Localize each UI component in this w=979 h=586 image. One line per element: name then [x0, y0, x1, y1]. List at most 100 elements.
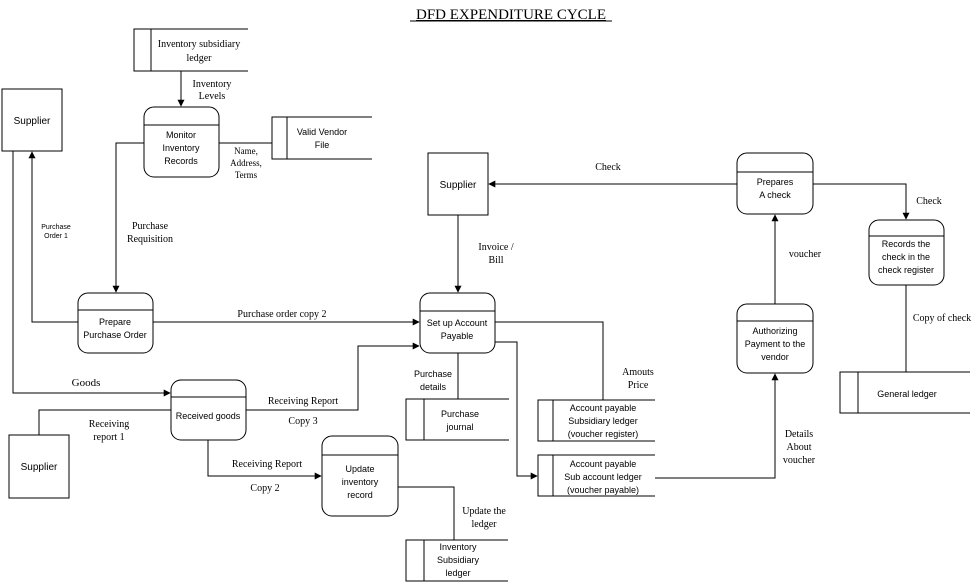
store-label-line: File	[315, 140, 330, 150]
entity-supplier-mid[interactable]: Supplier	[427, 152, 489, 216]
store-label-line: journal	[445, 422, 473, 432]
process-monitor-inventory[interactable]: Monitor Inventory Records	[143, 106, 220, 178]
flow-label-name-address-terms: Terms	[235, 170, 258, 180]
store-label-line: Account payable	[570, 459, 637, 469]
process-label-line: Prepares	[757, 177, 794, 187]
store-label-line: Account payable	[570, 403, 637, 413]
store-label-line: Purchase	[441, 409, 479, 419]
flow-label-details-about-voucher: Details	[785, 429, 813, 440]
flow-label-purchase-order-1: Order 1	[44, 233, 68, 240]
flow-receiving-report-copy3-line	[246, 342, 420, 411]
process-label-line: check in the	[882, 252, 930, 262]
process-authorizing-payment[interactable]: Authorizing Payment to the vendor	[736, 303, 814, 374]
flow-label-purchase-order-1: Purchase	[41, 224, 71, 231]
flow-receiving-report-copy2-line	[207, 440, 322, 480]
flow-label-invoice-bill: Bill	[488, 255, 503, 266]
store-inventory-subsidiary-ledger-bottom[interactable]: Inventory Subsidiary ledger	[405, 539, 508, 582]
store-label-line: Subsidiary	[437, 555, 480, 565]
flow-label-amounts-price: Price	[628, 380, 649, 391]
process-label-line: A check	[759, 190, 791, 200]
flow-label-amounts-price: Amouts	[622, 367, 654, 378]
process-update-inventory-record[interactable]: Update inventory record	[321, 435, 399, 517]
store-label-line: ledger	[187, 53, 213, 64]
flow-goods-line	[12, 151, 171, 397]
flow-label-purchase-requisition: Purchase	[132, 221, 169, 232]
entity-label: Supplier	[14, 116, 51, 127]
process-label-line: Update	[345, 464, 374, 474]
flow-label-details-about-voucher: voucher	[783, 455, 816, 466]
process-label-line: record	[347, 490, 373, 500]
process-records-check[interactable]: Records the check in the check register	[868, 219, 945, 286]
process-label-line: inventory	[342, 477, 379, 487]
store-label-line: ledger	[445, 568, 470, 578]
process-label-line: Prepare	[99, 317, 131, 327]
process-label-line: vendor	[761, 352, 789, 362]
flow-label-inventory-levels: Levels	[199, 91, 226, 102]
flow-amounts-price-line	[495, 321, 604, 400]
entity-supplier-bottom-left[interactable]: Supplier	[8, 434, 70, 499]
process-prepare-purchase-order[interactable]: Prepare Purchase Order	[77, 292, 154, 354]
store-label-line: Valid Vendor	[297, 127, 347, 137]
flow-label-check-to-supplier: Check	[595, 162, 621, 173]
diagram-title: DFD EXPENDITURE CYCLE	[416, 7, 606, 23]
process-label-line: check register	[878, 265, 934, 275]
flow-label-inventory-levels: Inventory	[193, 79, 232, 90]
flow-label-purchase-order-copy2: Purchase order copy 2	[237, 309, 326, 320]
store-valid-vendor-file[interactable]: Valid Vendor File	[271, 116, 372, 160]
flow-label-update-the-ledger: Update the	[462, 506, 506, 517]
flow-purchase-order-1-line	[28, 151, 78, 323]
flow-label-receiving-report-copy3: Receiving Report	[268, 396, 338, 407]
flow-label-name-address-terms: Name,	[234, 146, 258, 156]
flow-label-purchase-details: Purchase	[414, 369, 452, 379]
flow-label-name-address-terms: Address,	[230, 158, 262, 168]
flow-label-receiving-report-copy2: Receiving Report	[232, 459, 302, 470]
store-label-line: Subsidiary ledger	[568, 416, 638, 426]
store-inventory-subsidiary-ledger-top[interactable]: Inventory subsidiary ledger	[133, 28, 248, 72]
flow-label-receiving-report-copy2: Copy 2	[250, 483, 279, 494]
process-label-line: Records the	[882, 239, 931, 249]
process-label-line: Records	[164, 156, 198, 166]
process-label-line: Set up Account	[427, 318, 488, 328]
flow-label-details-about-voucher: About	[787, 442, 812, 453]
process-label-line: Monitor	[166, 130, 196, 140]
entity-label: Supplier	[21, 462, 58, 473]
flow-label-goods: Goods	[72, 377, 101, 389]
store-label-line: Inventory	[439, 542, 477, 552]
store-label-line: Inventory subsidiary	[158, 39, 241, 50]
flow-label-receiving-report-copy3: Copy 3	[288, 416, 317, 427]
process-label-line: Purchase Order	[83, 330, 147, 340]
process-received-goods[interactable]: Received goods	[170, 379, 247, 441]
flow-label-voucher: voucher	[789, 249, 822, 260]
flow-purchase-requisition-line	[112, 142, 144, 293]
store-label-line: Sub account ledger	[564, 472, 642, 482]
process-label-line: Payment to the	[745, 339, 806, 349]
store-label-line: General ledger	[877, 389, 937, 399]
process-setup-account-payable[interactable]: Set up Account Payable	[419, 292, 496, 354]
store-ap-sub-account-ledger[interactable]: Account payable Sub account ledger (vouc…	[537, 454, 655, 497]
flow-setup-to-sub-account-line	[495, 341, 538, 480]
store-purchase-journal[interactable]: Purchase journal	[405, 398, 509, 441]
flow-label-purchase-requisition: Requisition	[127, 234, 173, 245]
flow-label-copy-of-check: Copy of check	[913, 313, 971, 324]
process-label-line: Inventory	[162, 143, 200, 153]
store-ap-subsidiary-ledger[interactable]: Account payable Subsidiary ledger (vouch…	[537, 399, 655, 442]
entity-supplier-top-left[interactable]: Supplier	[1, 88, 63, 152]
flow-label-check-to-records: Check	[916, 196, 942, 207]
store-general-ledger[interactable]: General ledger	[839, 371, 970, 414]
flow-receiving-report-1-line	[38, 409, 171, 435]
flow-check-to-records-line	[813, 183, 910, 220]
flow-label-receiving-report-1: report 1	[93, 432, 124, 443]
flow-label-update-the-ledger: ledger	[472, 519, 498, 530]
flow-label-purchase-details: details	[420, 382, 447, 392]
process-label-line: Received goods	[176, 411, 241, 421]
flow-label-receiving-report-1: Receiving	[89, 419, 130, 430]
entity-label: Supplier	[440, 180, 477, 191]
store-label-line: (voucher payable)	[567, 485, 639, 495]
process-label-line: Authorizing	[752, 326, 797, 336]
flow-details-about-voucher-line	[655, 373, 779, 479]
flow-update-the-ledger-line	[398, 486, 455, 540]
process-prepares-check[interactable]: Prepares A check	[736, 152, 814, 215]
store-label-line: (voucher register)	[568, 429, 639, 439]
flow-label-invoice-bill: Invoice /	[478, 242, 513, 253]
